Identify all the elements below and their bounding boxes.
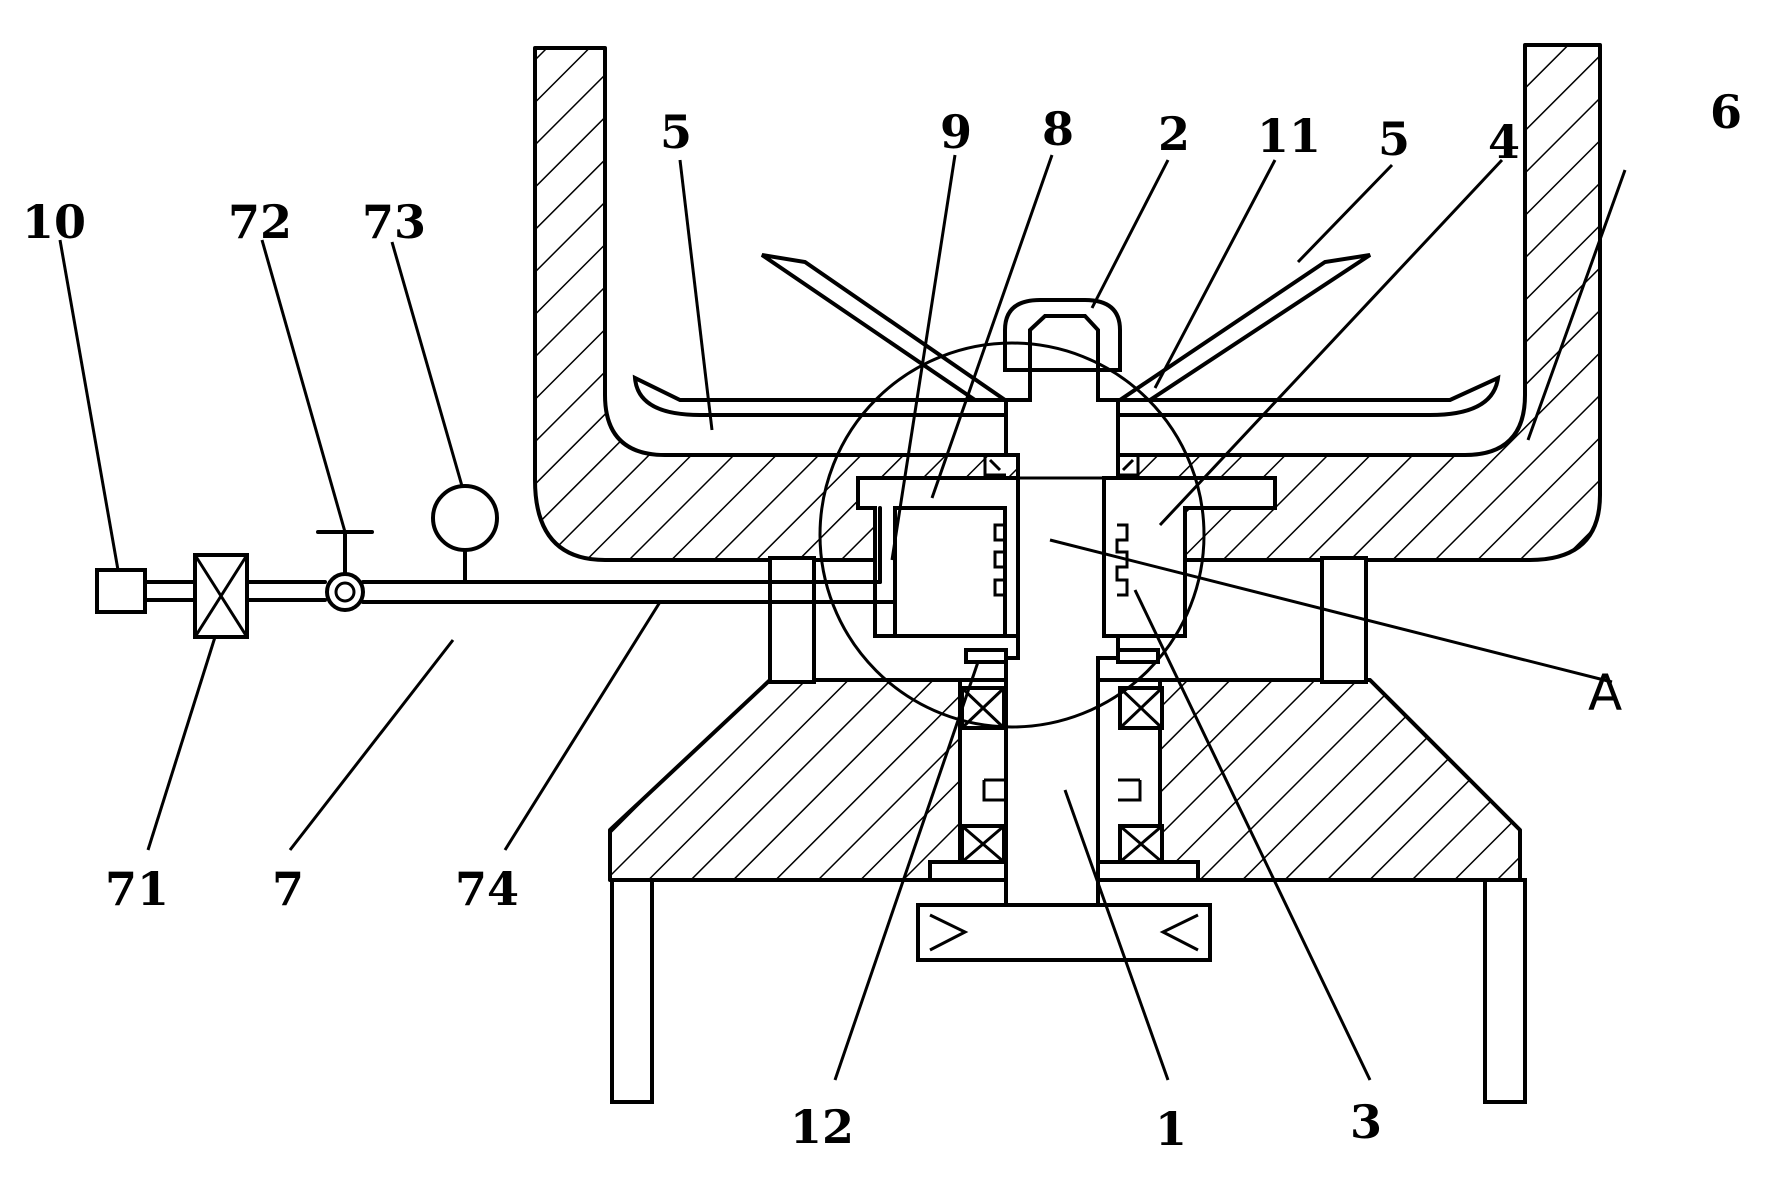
seal-teeth-left: [993, 523, 1007, 597]
label-A: A: [1588, 664, 1622, 722]
label-2: 2: [1158, 107, 1190, 161]
label-1: 1: [1155, 1102, 1187, 1156]
gasket-12: [964, 648, 1008, 664]
label-11: 11: [1257, 109, 1321, 163]
spacer-right: [1320, 556, 1368, 684]
bearing-lower-left: [960, 824, 1006, 864]
pulley: [916, 903, 1212, 962]
impeller-upper-left: [760, 253, 1012, 402]
label-3: 3: [1350, 1095, 1382, 1149]
detail-circle-a: [818, 341, 1206, 729]
label-6: 6: [1710, 85, 1742, 139]
label-5-left: 5: [660, 105, 692, 159]
flow-meter-72: [316, 530, 374, 612]
label-8: 8: [1042, 102, 1074, 156]
impeller-lower-left: [632, 374, 1008, 417]
left-leg: [610, 878, 654, 1104]
valve-71: [193, 553, 249, 639]
cap-nut: [1003, 298, 1122, 372]
bearing-lower-right: [1118, 824, 1164, 864]
label-74: 74: [455, 862, 519, 916]
seal-11-right: [1118, 455, 1140, 477]
label-10: 10: [22, 195, 86, 249]
inner-sleeve-8: [893, 506, 1007, 638]
label-71: 71: [105, 862, 169, 916]
spacer-left: [768, 556, 816, 684]
right-leg: [1483, 878, 1527, 1104]
gasket-3: [1116, 648, 1160, 664]
label-5-right: 5: [1378, 112, 1410, 166]
bearing-upper-right: [1118, 686, 1164, 730]
leader-lines: [58, 154, 1627, 1081]
label-72: 72: [228, 195, 292, 249]
label-73: 73: [362, 195, 426, 249]
label-4: 4: [1488, 115, 1520, 169]
inlet-10: [95, 568, 147, 614]
label-12: 12: [790, 1100, 854, 1154]
seal-11-left: [983, 455, 1006, 477]
label-7: 7: [272, 862, 304, 916]
impeller-upper-right: [1113, 253, 1372, 402]
label-9: 9: [940, 105, 972, 159]
gauge-73: [431, 484, 499, 584]
impeller-lower-right: [1116, 374, 1501, 417]
